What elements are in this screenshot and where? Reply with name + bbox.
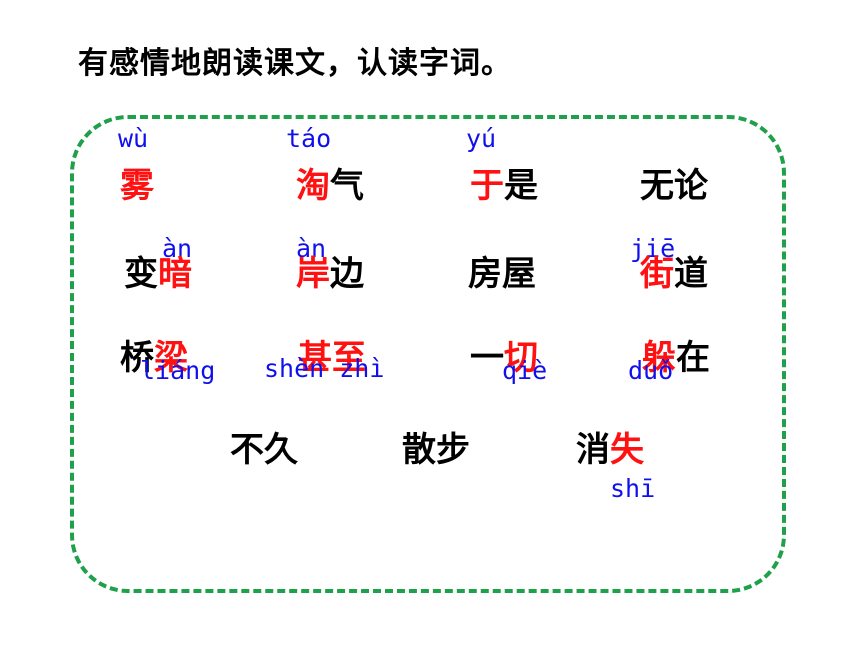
word-highlight: 暗 (158, 254, 192, 294)
word-suffix: 散步 (402, 430, 470, 470)
pinyin-label: liáng (140, 356, 216, 385)
pinyin-label: àn (162, 234, 193, 263)
pinyin-label: wù (118, 124, 149, 153)
pinyin-label: yú (466, 124, 497, 153)
word-highlight: 雾 (120, 166, 154, 206)
word-highlight: 街 (640, 254, 674, 294)
word-suffix: 无论 (640, 166, 708, 206)
word-suffix: 是 (504, 166, 538, 206)
word-suffix: 气 (330, 166, 364, 206)
vocab-word: 房屋 (468, 254, 536, 294)
vocab-word: 桥梁 (120, 338, 188, 378)
word-highlight: 于 (470, 166, 504, 206)
pinyin-label: àn (296, 234, 327, 263)
word-prefix: 消 (576, 430, 610, 470)
pinyin-label: duǒ (628, 356, 674, 385)
vocab-word: 甚至 (298, 338, 366, 378)
word-highlight: 岸 (296, 254, 330, 294)
word-highlight: 躲 (642, 338, 676, 378)
vocab-word: 散步 (402, 430, 470, 470)
vocab-word: 消失 (576, 430, 644, 470)
word-suffix: 在 (676, 338, 710, 378)
word-suffix: 不久 (230, 430, 298, 470)
vocabulary-frame (70, 115, 786, 593)
word-prefix: 一 (470, 338, 504, 378)
pinyin-label: shī (610, 474, 656, 503)
vocab-word: 淘气 (296, 166, 364, 206)
vocab-word: 于是 (470, 166, 538, 206)
word-highlight: 甚至 (298, 338, 366, 378)
page-title: 有感情地朗读课文，认读字词。 (78, 46, 512, 81)
vocab-word: 无论 (640, 166, 708, 206)
pinyin-label: jiē (630, 234, 676, 263)
vocab-word: 变暗 (124, 254, 192, 294)
word-highlight: 梁 (154, 338, 188, 378)
vocab-word: 躲在 (642, 338, 710, 378)
vocab-word: 不久 (230, 430, 298, 470)
pinyin-label: shèn zhì (264, 354, 385, 383)
word-suffix: 道 (674, 254, 708, 294)
pinyin-label: táo (286, 124, 332, 153)
vocab-word: 岸边 (296, 254, 364, 294)
word-suffix: 边 (330, 254, 364, 294)
pinyin-label: qiè (502, 356, 548, 385)
word-suffix: 房屋 (468, 254, 536, 294)
word-highlight: 淘 (296, 166, 330, 206)
word-prefix: 桥 (120, 338, 154, 378)
vocab-word: 街道 (640, 254, 708, 294)
word-highlight: 切 (504, 338, 538, 378)
word-prefix: 变 (124, 254, 158, 294)
vocab-word: 一切 (470, 338, 538, 378)
vocab-word: 雾 (120, 166, 154, 206)
word-highlight: 失 (610, 430, 644, 470)
